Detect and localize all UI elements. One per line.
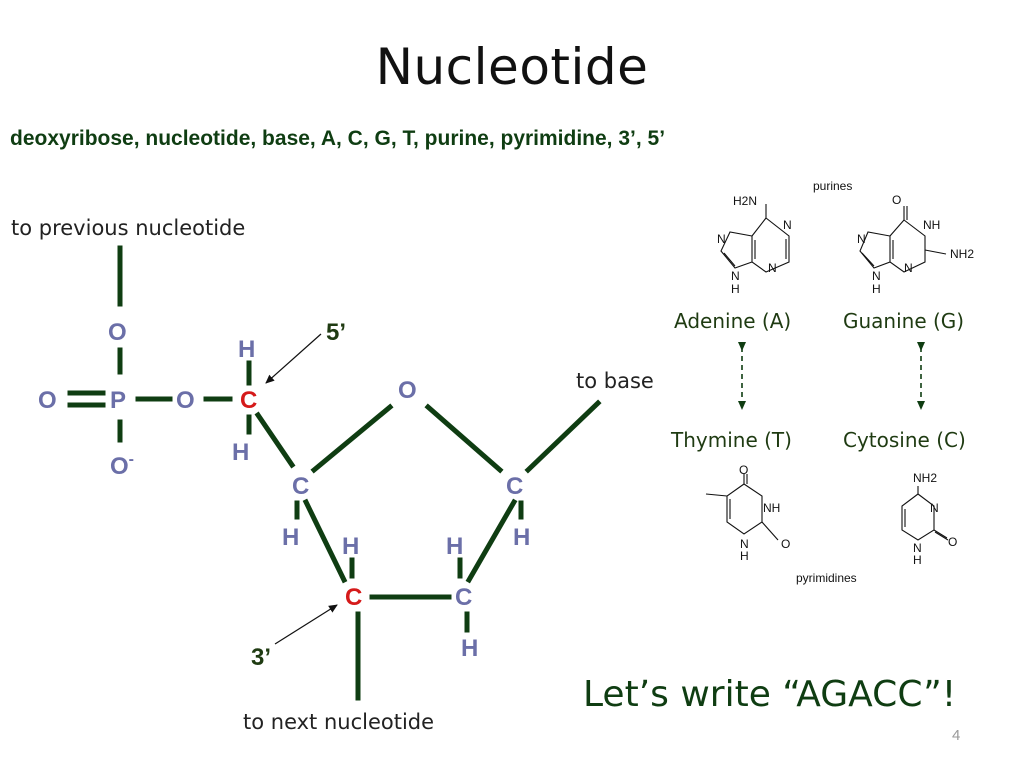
label-to-next: to next nucleotide (243, 710, 434, 734)
atom-o-left: O (38, 387, 57, 414)
thymine-o-top: O (739, 463, 748, 477)
thymine-o-bottom: O (781, 537, 790, 551)
atom-h-c2-bottom: H (461, 635, 478, 662)
atom-c5: C (240, 387, 257, 414)
atom-h-c4: H (282, 524, 299, 551)
atom-c1: C (506, 473, 523, 500)
bond-c1-c2 (465, 498, 518, 584)
thymine-n1: N (740, 537, 749, 551)
adenine-h9: H (731, 282, 740, 296)
label-purines: purines (813, 179, 852, 193)
atom-c3: C (345, 584, 362, 611)
cytosine-n1: N (913, 541, 922, 555)
label-pyrimidines: pyrimidines (796, 571, 857, 585)
slide-title: Nucleotide (375, 38, 649, 96)
bond-c4-o-ring (310, 403, 394, 474)
cytosine-n3: N (930, 501, 939, 515)
bond-o-ring-c1 (424, 403, 504, 474)
thymine-structure (705, 474, 779, 541)
bond-c4-c3 (302, 498, 348, 584)
atom-p: P (110, 387, 126, 414)
label-thymine: Thymine (T) (670, 428, 792, 452)
cytosine-structure (901, 486, 949, 541)
callout-text: Let’s write “AGACC”! (583, 674, 957, 715)
atom-h-c2: H (446, 533, 463, 560)
page-number: 4 (952, 727, 961, 744)
adenine-n7: N (717, 232, 726, 246)
label-adenine: Adenine (A) (674, 309, 791, 333)
keyword-list: deoxyribose, nucleotide, base, A, C, G, … (10, 127, 666, 150)
guanine-h9: H (872, 282, 881, 296)
atom-o-top: O (108, 319, 127, 346)
arrow-three-prime (274, 604, 338, 645)
atom-o-right: O (176, 387, 195, 414)
atom-c4: C (292, 473, 309, 500)
atom-h-c5-bottom: H (232, 439, 249, 466)
label-to-base: to base (576, 369, 654, 393)
cytosine-h1: H (913, 553, 922, 567)
bond-c5-c4 (254, 411, 296, 469)
atom-c2: C (455, 584, 472, 611)
atom-h-top: H (238, 336, 255, 363)
adenine-n1: N (783, 218, 792, 232)
arrow-five-prime (265, 333, 322, 384)
label-five-prime: 5’ (326, 319, 346, 346)
thymine-h1: H (740, 549, 749, 563)
guanine-o: O (892, 193, 901, 207)
bond-c1-to-base (524, 399, 602, 474)
guanine-n7: N (857, 232, 866, 246)
label-three-prime: 3’ (251, 644, 271, 671)
label-cytosine: Cytosine (C) (843, 428, 966, 452)
adenine-structure (720, 204, 790, 273)
adenine-n9: N (731, 269, 740, 283)
guanine-nh: NH (923, 218, 940, 232)
atom-o-minus: O- (110, 451, 134, 480)
adenine-n3: N (768, 261, 777, 275)
backbone-bonds (67, 245, 602, 701)
atom-h-c1: H (513, 524, 530, 551)
guanine-n9: N (872, 269, 881, 283)
guanine-structure (859, 206, 947, 273)
guanine-n3: N (904, 261, 913, 275)
label-to-previous: to previous nucleotide (11, 216, 245, 240)
cytosine-nh2: NH2 (913, 471, 937, 485)
thymine-nh: NH (763, 501, 780, 515)
label-guanine: Guanine (G) (843, 309, 964, 333)
guanine-nh2: NH2 (950, 247, 974, 261)
adenine-nh2: H2N (733, 194, 757, 208)
cytosine-o: O (948, 535, 957, 549)
atom-o-ring: O (398, 377, 417, 404)
atom-h-c3: H (342, 533, 359, 560)
